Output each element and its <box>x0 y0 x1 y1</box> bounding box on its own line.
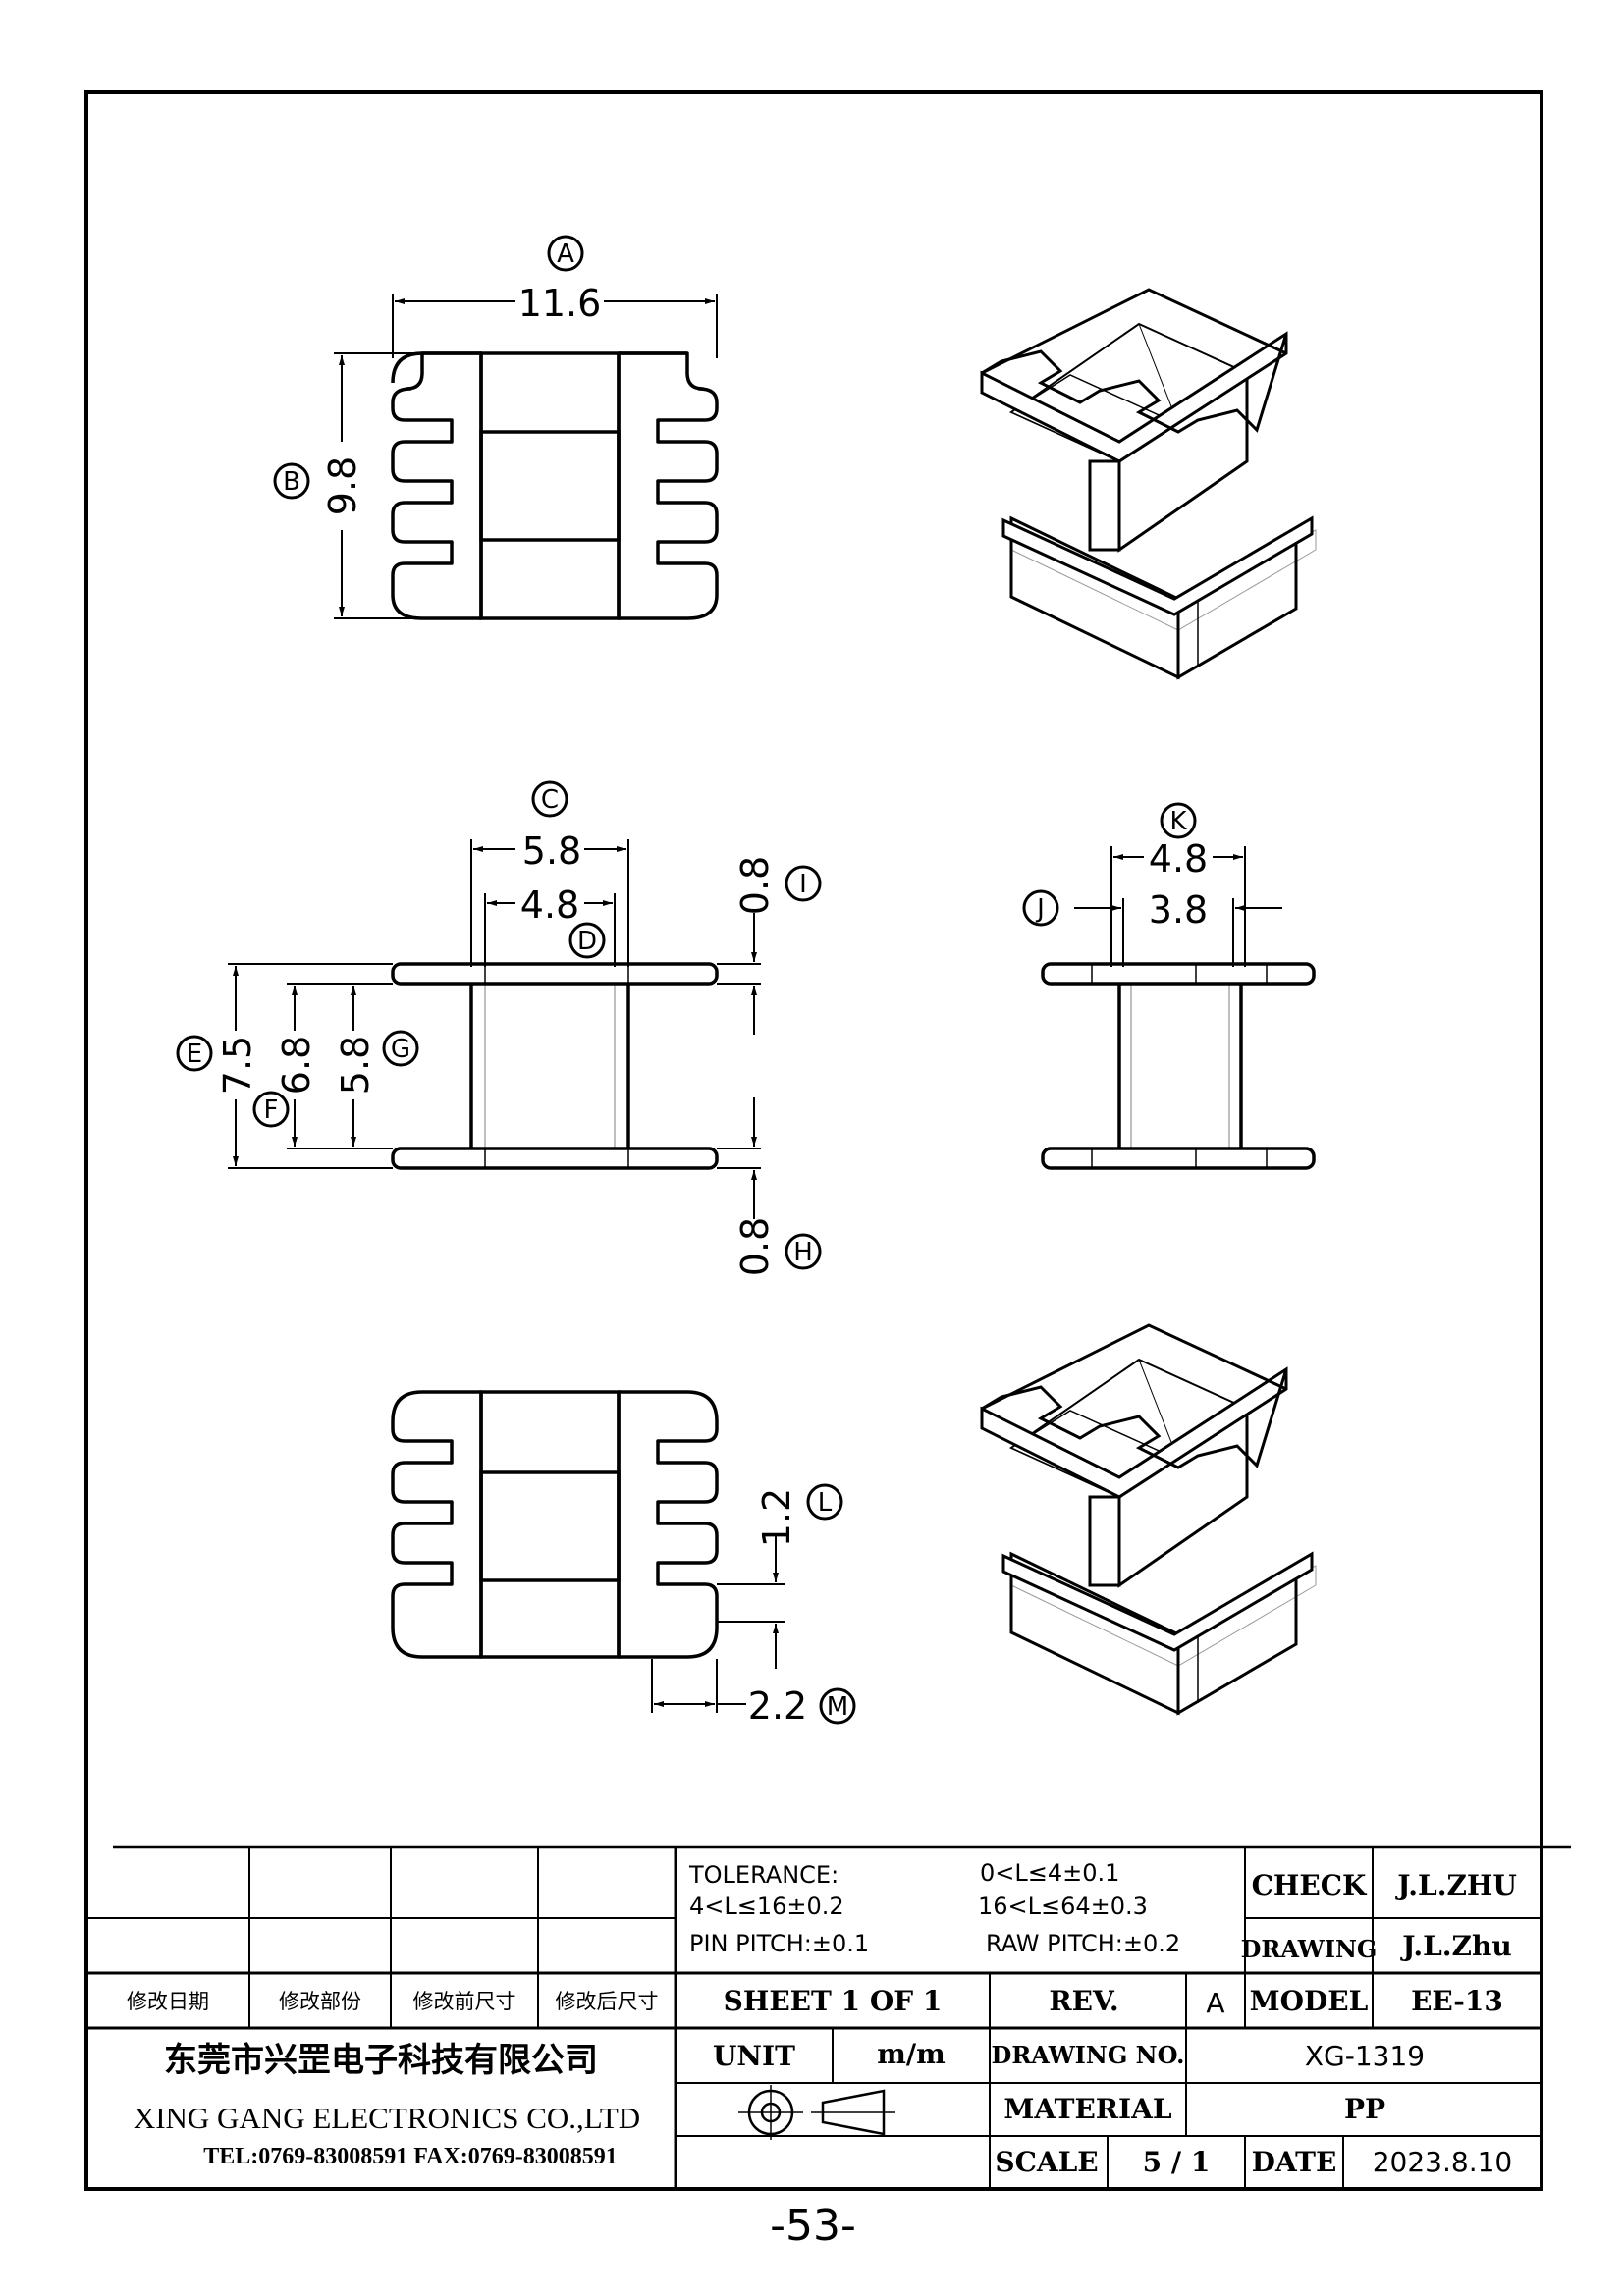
dim-d-value: 4.8 <box>520 883 579 927</box>
dim-i: 0.8 I <box>717 856 822 1035</box>
dim-d: 4.8 D <box>484 883 616 967</box>
date-label: DATE <box>1252 2146 1337 2178</box>
balloon-i <box>785 865 822 902</box>
company-name-chinese: 东莞市兴罡电子科技有限公司 <box>164 2041 598 2080</box>
pin-pitch: PIN PITCH:±0.1 <box>689 1930 869 1957</box>
dim-k-value: 4.8 <box>1149 837 1208 881</box>
check-value: J.L.ZHU <box>1394 1869 1517 1901</box>
sheet-count: SHEET 1 OF 1 <box>724 1985 943 2017</box>
title-block <box>86 1845 1571 2189</box>
dim-j: 3.8 J <box>1022 888 1282 967</box>
unit-label: UNIT <box>713 2040 795 2072</box>
balloon-m-label: M <box>827 1692 848 1722</box>
dim-f: 6.8 F <box>252 983 393 1149</box>
balloon-l <box>806 1483 843 1521</box>
model-value: EE-13 <box>1411 1985 1503 2017</box>
raw-pitch: RAW PITCH:±0.2 <box>986 1930 1180 1957</box>
tolerance-3: 16<L≤64±0.3 <box>978 1893 1148 1920</box>
dim-g: 5.8 G <box>334 983 419 1149</box>
top-view <box>391 351 719 620</box>
rev-label: REV. <box>1049 1985 1118 2017</box>
balloon-f <box>252 1091 290 1128</box>
balloon-c-label: C <box>541 785 559 815</box>
balloon-g <box>382 1030 419 1067</box>
revision-part-header: 修改部份 <box>279 1990 361 2013</box>
dim-g-value: 5.8 <box>334 1036 377 1095</box>
balloon-l-label: L <box>818 1488 833 1518</box>
company-contact: TEL:0769-83008591 FAX:0769-83008591 <box>203 2144 618 2169</box>
iso-view-top <box>980 288 1318 679</box>
balloon-b-label: B <box>283 467 300 497</box>
dim-e: 7.5 E <box>176 963 393 1169</box>
revision-after-header: 修改后尺寸 <box>556 1990 659 2013</box>
dim-k: 4.8 K <box>1110 802 1246 967</box>
dim-b: 9.8 B <box>273 352 422 619</box>
balloon-d <box>568 922 606 959</box>
projection-symbol-icon <box>738 2085 895 2140</box>
balloon-j-label: J <box>1035 894 1045 924</box>
dim-h: 0.8 H <box>717 1097 822 1276</box>
balloon-a <box>547 235 584 272</box>
balloon-h <box>785 1233 822 1270</box>
revision-before-header: 修改前尺寸 <box>413 1990 516 2013</box>
side-view <box>1041 962 1316 1170</box>
front-view <box>391 962 719 1170</box>
dim-m: 2.2 M <box>651 1659 856 1728</box>
balloon-e <box>176 1035 213 1072</box>
iso-view-bottom <box>980 1323 1318 1715</box>
dim-b-value: 9.8 <box>321 456 364 515</box>
balloon-i-label: I <box>799 870 807 899</box>
sheet-border <box>84 90 1543 2191</box>
tolerance-block: TOLERANCE: 0<L≤4±0.1 4<L≤16±0.2 16<L≤64±… <box>688 1859 1180 1957</box>
balloon-a-label: A <box>557 240 574 269</box>
dim-m-value: 2.2 <box>748 1684 807 1728</box>
dim-h-value: 0.8 <box>733 1217 777 1276</box>
page-number: -53- <box>770 2201 856 2251</box>
dim-e-value: 7.5 <box>216 1036 259 1095</box>
balloon-c <box>531 780 568 818</box>
balloon-e-label: E <box>187 1040 202 1069</box>
drawing-no-value: XG-1319 <box>1305 2040 1425 2072</box>
dim-f-value: 6.8 <box>275 1036 318 1095</box>
tolerance-label: TOLERANCE: <box>688 1861 839 1889</box>
drawing-value: J.L.Zhu <box>1399 1930 1511 1962</box>
balloon-d-label: D <box>577 927 597 956</box>
balloon-f-label: F <box>264 1095 279 1125</box>
date-value: 2023.8.10 <box>1373 2146 1513 2178</box>
tolerance-1: 0<L≤4±0.1 <box>980 1859 1119 1887</box>
balloon-g-label: G <box>391 1035 410 1064</box>
tolerance-2: 4<L≤16±0.2 <box>689 1893 844 1920</box>
dim-l: 1.2 L <box>717 1483 843 1669</box>
company-name-english: XING GANG ELECTRONICS CO.,LTD <box>134 2101 640 2135</box>
balloon-b <box>273 462 310 500</box>
drawing-label: DRAWING <box>1241 1935 1378 1963</box>
balloon-k-label: K <box>1169 807 1187 836</box>
dim-a-value: 11.6 <box>518 282 602 325</box>
material-value: PP <box>1344 2093 1385 2125</box>
dim-l-value: 1.2 <box>755 1488 798 1547</box>
unit-value: m/m <box>877 2038 945 2070</box>
dim-j-value: 3.8 <box>1149 888 1208 932</box>
dim-c-value: 5.8 <box>522 829 581 873</box>
bottom-view <box>391 1390 719 1659</box>
balloon-h-label: H <box>793 1238 813 1267</box>
material-label: MATERIAL <box>1003 2093 1171 2125</box>
scale-value: 5 / 1 <box>1143 2146 1211 2178</box>
balloon-k <box>1160 802 1197 839</box>
check-label: CHECK <box>1252 1869 1368 1901</box>
dim-c: 5.8 C <box>470 780 629 967</box>
balloon-j <box>1022 889 1059 927</box>
balloon-m <box>819 1687 856 1725</box>
model-label: MODEL <box>1250 1985 1369 2017</box>
drawing-no-label: DRAWING NO. <box>992 2041 1185 2069</box>
revision-date-header: 修改日期 <box>127 1990 209 2013</box>
rev-value: A <box>1206 1987 1224 2019</box>
dim-i-value: 0.8 <box>733 856 777 915</box>
dim-a: 11.6 A <box>392 235 718 358</box>
scale-label: SCALE <box>995 2146 1098 2178</box>
